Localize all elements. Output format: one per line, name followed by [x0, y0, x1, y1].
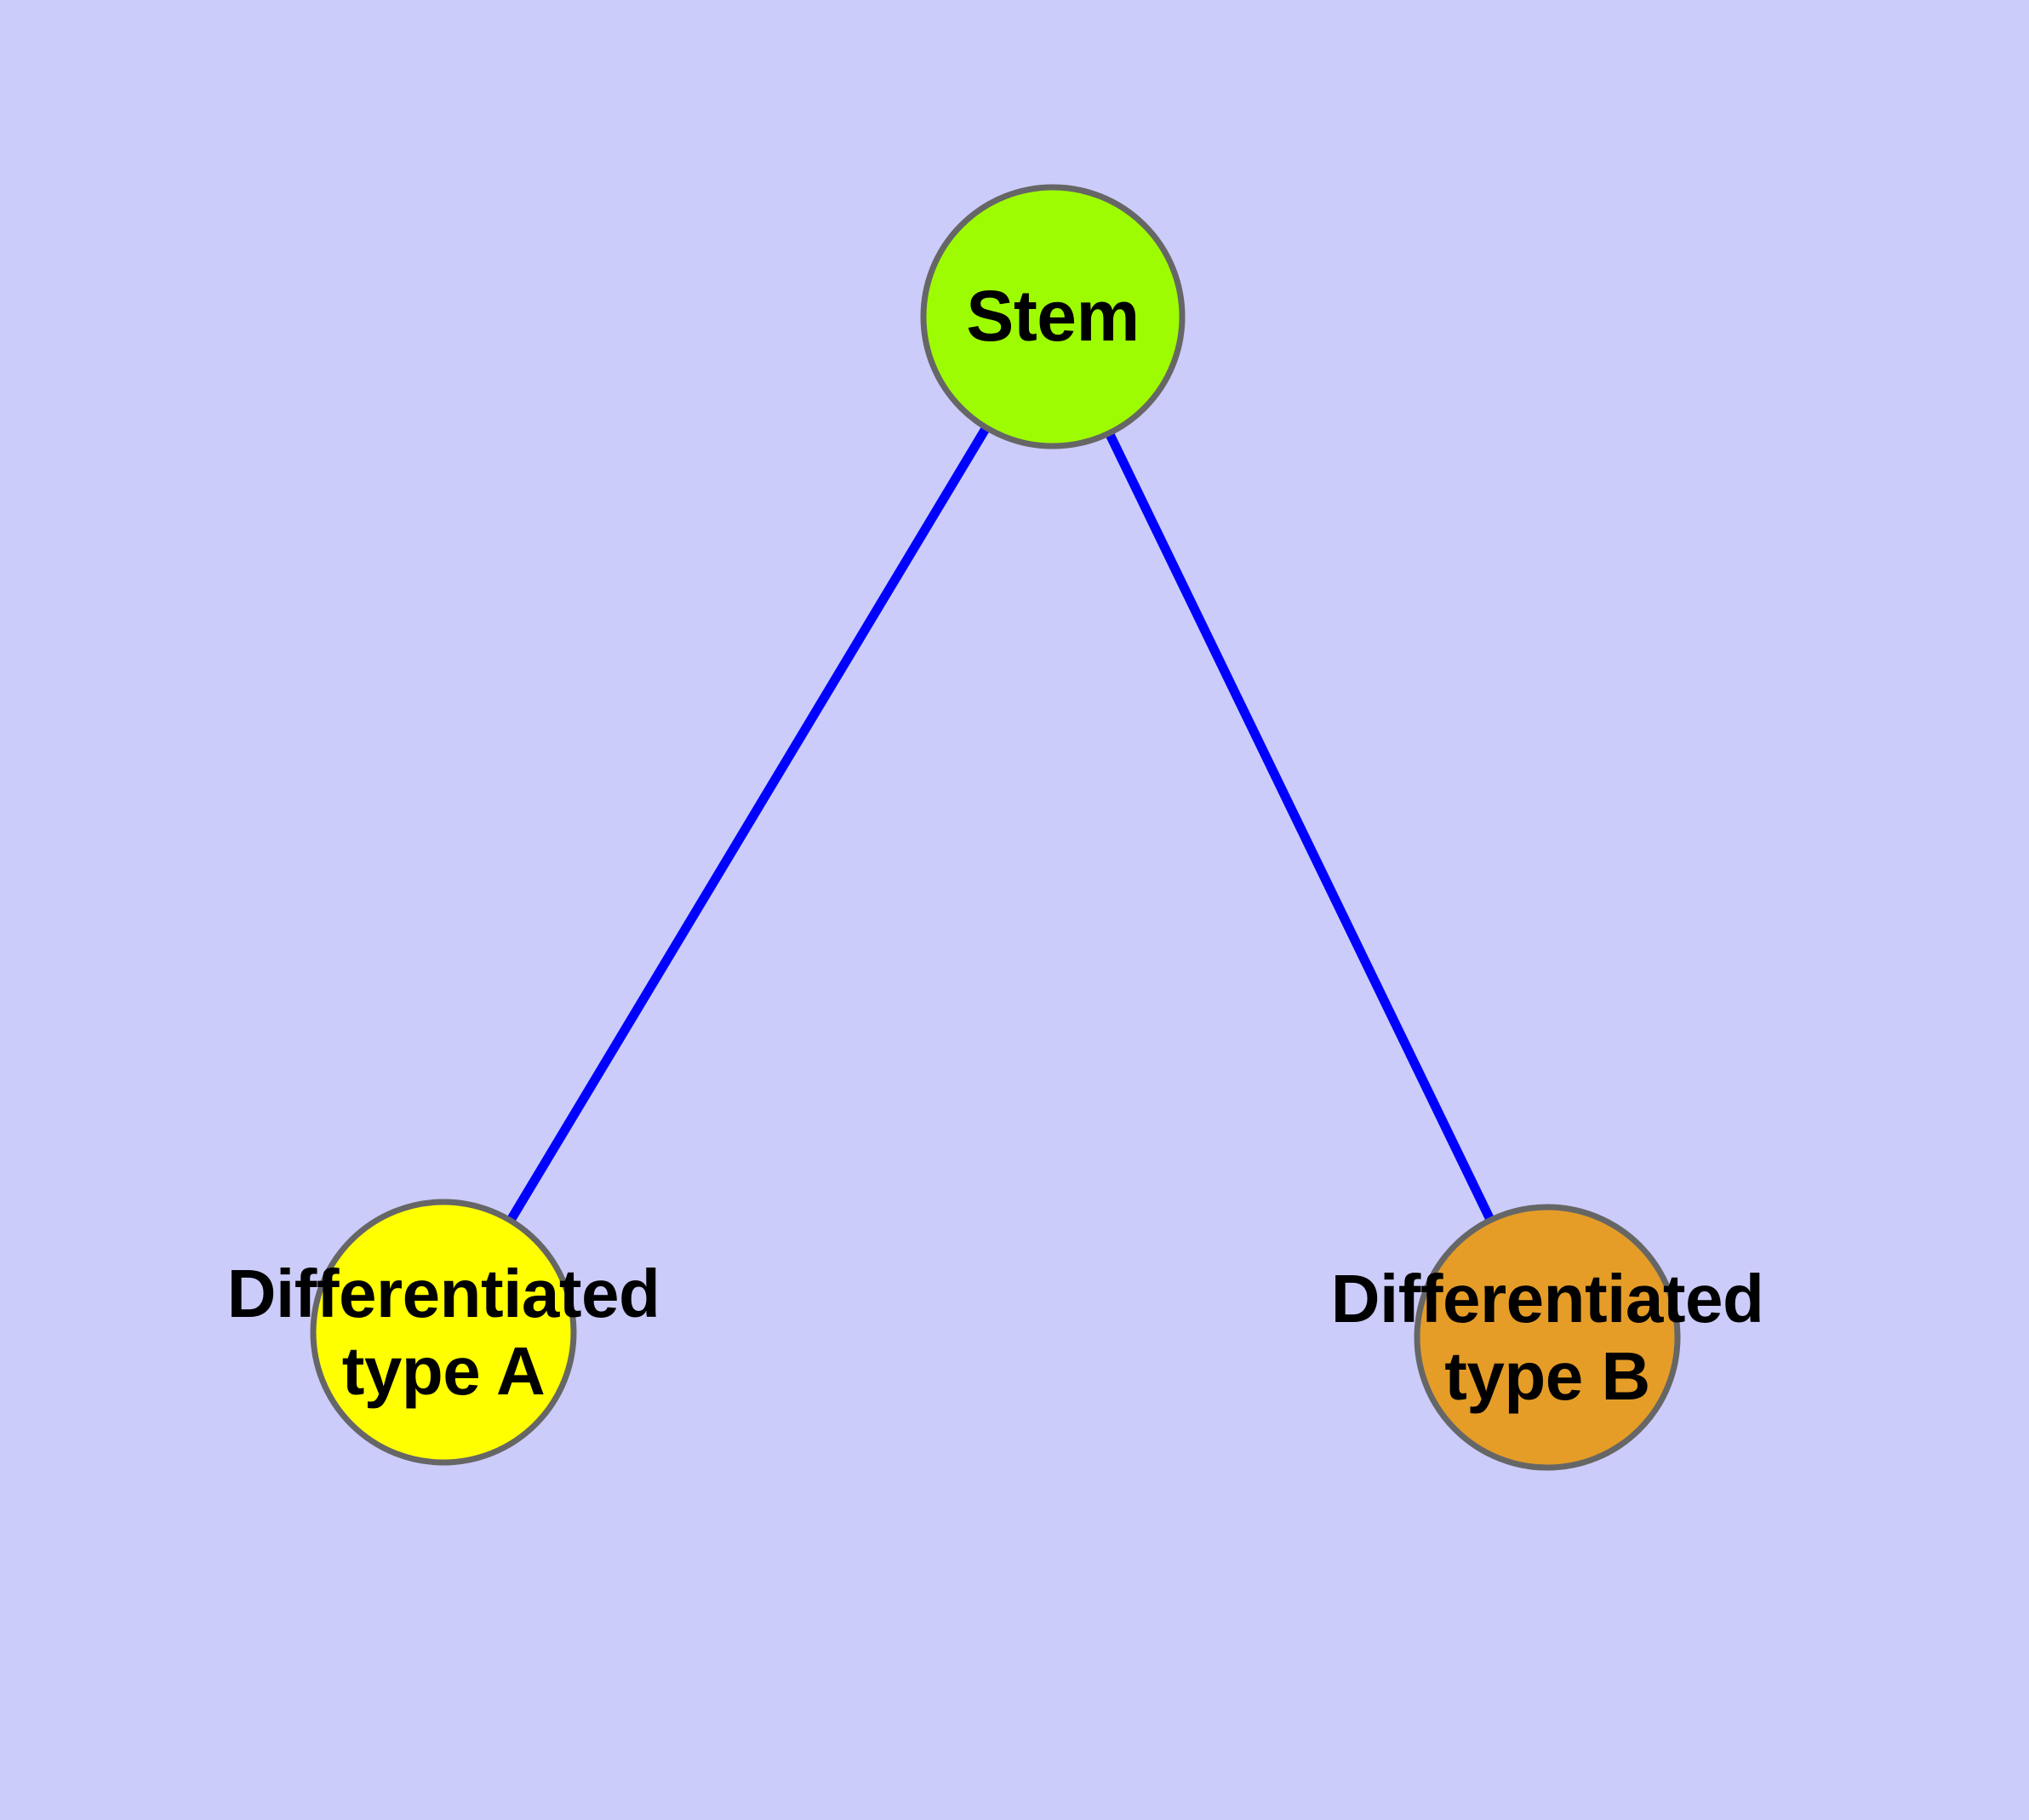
nodes-layer [310, 184, 1681, 1471]
edges-layer [505, 423, 1496, 1225]
graph-node-stem[interactable] [920, 184, 1186, 449]
graph-edge-stem-diff_a [505, 423, 992, 1225]
graph-edge-stem-diff_b [1104, 429, 1496, 1224]
graph-node-diff_b[interactable] [1414, 1204, 1681, 1471]
graph-node-diff_a[interactable] [310, 1199, 577, 1466]
